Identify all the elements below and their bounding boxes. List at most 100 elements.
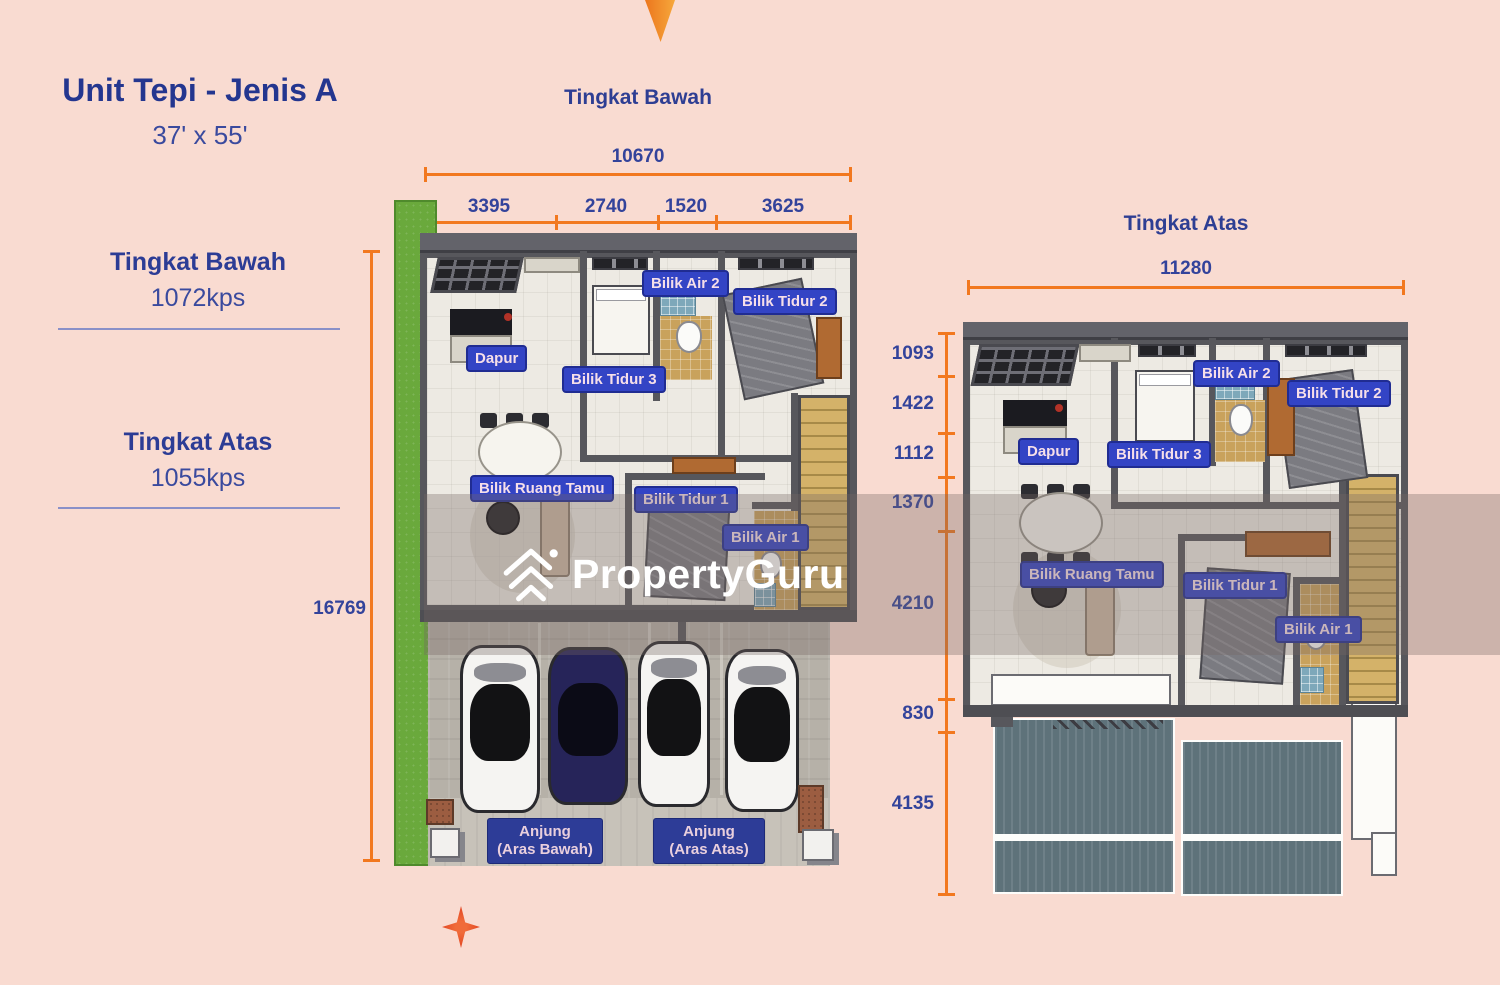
chair [480, 413, 497, 428]
upper-seg2-label: 1422 [891, 393, 934, 414]
anjung-line1: Anjung [519, 823, 571, 840]
tick [657, 215, 660, 230]
wall [1178, 534, 1185, 707]
deck-connector [991, 715, 1013, 727]
wall [1209, 338, 1216, 466]
divider [58, 328, 340, 330]
wall [625, 473, 765, 480]
kitchen-accent [1055, 404, 1063, 412]
floor2-name: Tingkat Atas [123, 428, 273, 456]
porch-divider [678, 620, 686, 650]
coffee-table [486, 501, 520, 535]
ground-seg3-label: 1520 [664, 196, 708, 217]
shelf [1079, 344, 1131, 362]
tick [424, 167, 427, 182]
window-strip [1285, 344, 1367, 357]
kitchen-counter [450, 309, 512, 335]
skylight-grille [430, 257, 524, 293]
shower-tiles [1300, 667, 1324, 693]
watermark-brand-text: PropertyGuru [572, 551, 845, 597]
anjung-line2: (Aras Atas) [669, 841, 749, 858]
wall [1111, 338, 1118, 509]
north-arrow-icon [645, 0, 675, 42]
propertyguru-logo-icon [503, 548, 558, 602]
room-label-bilik-tidur-1: Bilik Tidur 1 [1183, 572, 1287, 599]
roof-edge [420, 233, 857, 253]
tick [938, 432, 955, 435]
staircase [798, 395, 850, 610]
skylight-grille [970, 344, 1080, 386]
windshield [474, 662, 526, 683]
tick [555, 215, 558, 230]
tick [938, 530, 955, 533]
wall [718, 251, 725, 462]
pillow [596, 289, 646, 301]
bay-line [720, 623, 723, 795]
brick-pillar [798, 785, 824, 833]
ground-seg2-label: 2740 [584, 196, 628, 217]
car [638, 641, 710, 807]
wall [1339, 472, 1346, 707]
ground-seg4-label: 3625 [761, 196, 805, 217]
bench [816, 317, 842, 379]
tick [938, 893, 955, 896]
room-label-bilik-air-2: Bilik Air 2 [642, 270, 729, 297]
anjung-line2: (Aras Bawah) [497, 841, 593, 858]
tick [938, 476, 955, 479]
porch-label-anjung-atas: Anjung (Aras Atas) [653, 818, 765, 864]
tick [715, 215, 718, 230]
ground-segment-dim-line [424, 215, 852, 230]
tick [938, 698, 955, 701]
wall [1293, 577, 1339, 584]
corner-post [802, 829, 834, 861]
room-label-bilik-tidur-1: Bilik Tidur 1 [634, 486, 738, 513]
unit-title: Unit Tepi - Jenis A [62, 72, 338, 108]
tick [363, 859, 380, 862]
floor-slab-edge [420, 610, 857, 622]
room-label-bilik-air-1: Bilik Air 1 [1275, 616, 1362, 643]
upper-total-dim-line [967, 280, 1405, 295]
room-label-bilik-air-1: Bilik Air 1 [722, 524, 809, 551]
window-strip [592, 257, 648, 270]
ground-height-label: 16769 [313, 598, 366, 619]
toilet [1229, 404, 1253, 436]
shower-tiles [754, 583, 776, 607]
room-label-bilik-air-2: Bilik Air 2 [1193, 360, 1280, 387]
dining-table [478, 421, 562, 483]
wall [653, 251, 660, 401]
floor2-area: 1055kps [150, 464, 246, 492]
dining-table [1019, 492, 1103, 554]
shelf [524, 257, 580, 273]
wall [1111, 502, 1408, 509]
car-cabin [469, 683, 531, 762]
roof-edge [963, 322, 1408, 340]
tick [938, 332, 955, 335]
floor1-area: 1072kps [150, 284, 246, 312]
wall [752, 502, 798, 509]
ground-total-width-label: 10670 [611, 146, 665, 167]
tick [1402, 280, 1405, 295]
toilet [676, 321, 702, 353]
watermark-band [424, 494, 1500, 655]
anjung-line1: Anjung [683, 823, 735, 840]
car-cabin [557, 683, 619, 757]
corner-post [430, 828, 460, 858]
car [725, 649, 799, 812]
tick [938, 731, 955, 734]
upper-total-width-label: 11280 [1160, 258, 1212, 279]
upper-seg7-label: 4135 [891, 793, 934, 814]
deck-gap-line [993, 834, 1175, 841]
tick [967, 280, 970, 295]
car [548, 647, 628, 805]
staircase [1346, 474, 1399, 704]
room-label-dapur: Dapur [466, 345, 528, 372]
roof-deck-panel [993, 718, 1175, 894]
wall [791, 393, 798, 612]
compass-star-icon [442, 906, 480, 948]
wall [580, 251, 587, 462]
room-label-bilik-tidur-3: Bilik Tidur 3 [562, 366, 666, 393]
wall [1263, 338, 1270, 509]
hatch-marks [1053, 720, 1163, 729]
upper-left-dim-line [938, 332, 955, 896]
